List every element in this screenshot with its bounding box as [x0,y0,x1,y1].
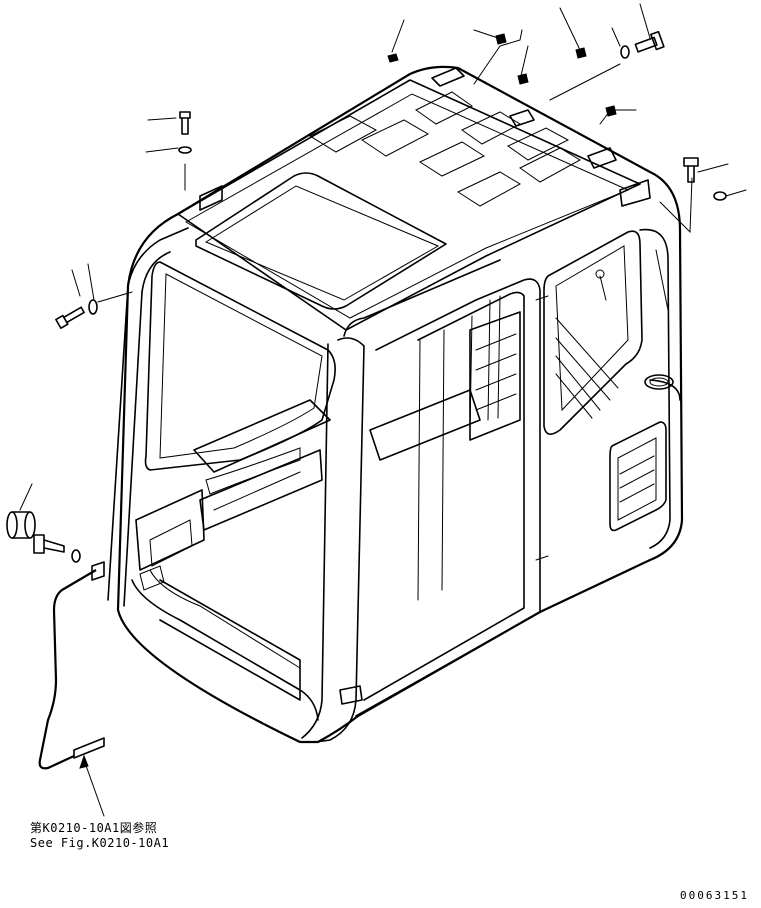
nut-roof-2 [495,33,507,45]
bolt-lower [33,534,65,554]
hardware-parts [6,30,727,770]
rear-vent [609,421,667,532]
drawing-number: 00063151 [680,889,749,902]
washer-roof-left [178,146,192,154]
roof-window [195,172,447,310]
front-pillar [315,337,365,743]
bolt-side-left [55,306,85,329]
nut-roof-1 [387,53,399,63]
cab-body [107,65,684,744]
bolt-side-right [683,157,699,183]
roof-outline [177,79,641,331]
reference-note-english: See Fig.K0210-10A1 [30,836,170,850]
side-window [543,230,643,435]
reference-arrow [83,759,105,817]
washer-roof-right [620,45,630,59]
washer-lower [71,549,81,563]
reference-note-japanese: 第K0210-10A1図参照 [30,821,158,835]
leader-lines [19,3,747,817]
handrail [38,569,97,770]
nut-roof-3 [517,73,529,85]
washer-side-left [88,299,98,315]
washer-side-right [713,191,727,201]
nut-roof-4 [575,47,587,59]
collar [6,511,36,539]
bolt-roof-right [634,30,665,53]
door-opening [355,278,541,717]
bolt-roof-left [179,111,191,135]
cab-outline [116,65,684,744]
